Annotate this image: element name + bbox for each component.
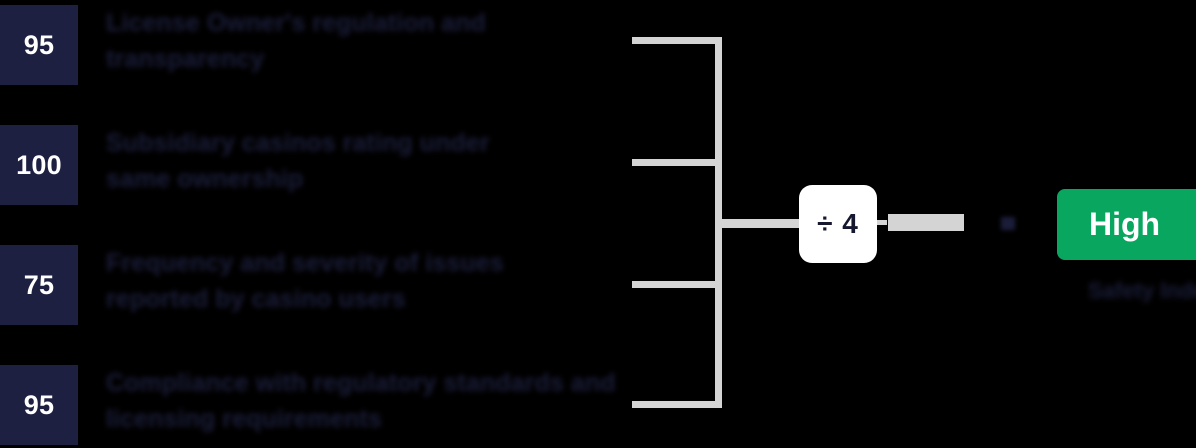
- criterion-label-3: Frequency and severity of issues reporte…: [106, 249, 504, 313]
- criterion-label-4: Compliance with regulatory standards and…: [106, 369, 616, 433]
- result-value: High: [1089, 206, 1161, 242]
- result-badge: High: [1057, 189, 1196, 260]
- score-value: 95: [23, 389, 55, 420]
- divide-by-four-box: ÷ 4: [799, 185, 877, 263]
- connector-thick: [888, 214, 964, 231]
- score-chip-3: 75: [0, 245, 78, 325]
- criterion-label-1: License Owner's regulation and transpare…: [106, 9, 486, 73]
- divide-operator-label: ÷ 4: [817, 208, 859, 239]
- connector-thin: [877, 220, 887, 225]
- criterion-label-2: Subsidiary casinos rating under same own…: [106, 129, 490, 193]
- bracket-stub-4: [632, 401, 722, 408]
- score-value: 95: [23, 29, 55, 60]
- result-caption: Safety Index: [1088, 278, 1196, 303]
- score-chip-1: 95: [0, 5, 78, 85]
- bracket-stub-1: [632, 37, 722, 44]
- score-value: 75: [23, 269, 55, 300]
- score-chip-2: 100: [0, 125, 78, 205]
- bracket-trunk: [715, 219, 803, 228]
- equals-sign-icon: [1001, 217, 1015, 230]
- bracket-stub-2: [632, 159, 722, 166]
- score-chip-4: 95: [0, 365, 78, 445]
- bracket-stub-3: [632, 281, 722, 288]
- score-value: 100: [16, 149, 62, 180]
